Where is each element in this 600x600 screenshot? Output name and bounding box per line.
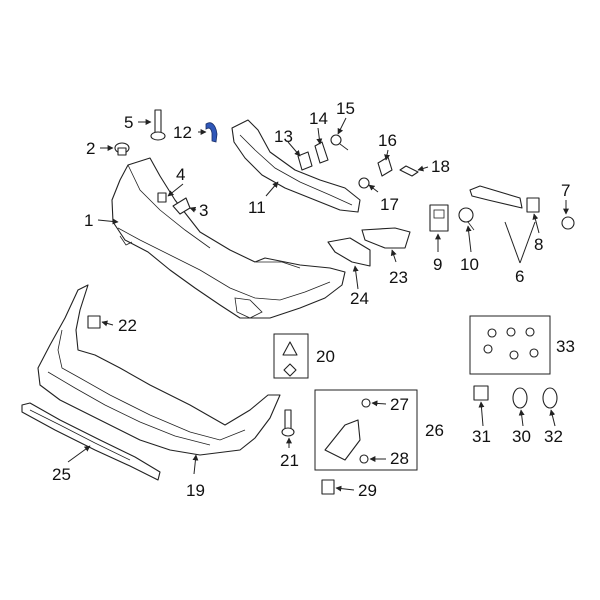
callout-24: 24 xyxy=(350,289,369,308)
bolt-part-17[interactable] xyxy=(358,177,370,189)
callout-33: 33 xyxy=(556,337,575,356)
bolt-part-5[interactable] xyxy=(150,109,166,141)
callout-4: 4 xyxy=(176,165,185,184)
callout-28: 28 xyxy=(390,449,409,468)
callout-31: 31 xyxy=(472,427,491,446)
bracket-part-9[interactable] xyxy=(429,204,449,232)
plug-part-31[interactable] xyxy=(473,385,489,401)
callout-18: 18 xyxy=(431,157,450,176)
callout-13: 13 xyxy=(274,127,293,146)
leader-lines xyxy=(67,117,569,492)
callout-8: 8 xyxy=(534,235,543,254)
callout-2: 2 xyxy=(86,139,95,158)
callout-22: 22 xyxy=(118,316,137,335)
callout-32: 32 xyxy=(544,427,563,446)
callout-29: 29 xyxy=(358,481,377,500)
callout-16: 16 xyxy=(378,131,397,150)
callout-23: 23 xyxy=(389,268,408,287)
nut-part-16[interactable] xyxy=(377,156,393,177)
bolt-part-21[interactable] xyxy=(281,409,295,437)
callout-5: 5 xyxy=(124,113,133,132)
callout-19: 19 xyxy=(186,481,205,500)
nut-part-29[interactable] xyxy=(321,479,335,495)
callout-30: 30 xyxy=(512,427,531,446)
bracket-part-23[interactable] xyxy=(361,227,411,249)
callout-11: 11 xyxy=(248,198,266,217)
callout-14: 14 xyxy=(309,109,328,128)
bracket-part-14[interactable] xyxy=(314,141,329,164)
callout-21: 21 xyxy=(280,451,299,470)
plug-part-30[interactable] xyxy=(512,387,528,409)
reinforcement-beam-part[interactable] xyxy=(231,119,361,213)
callout-9: 9 xyxy=(433,255,442,274)
part-33-box[interactable] xyxy=(469,315,551,375)
lower-valance-part[interactable] xyxy=(37,284,281,456)
clip-part-13[interactable] xyxy=(297,151,313,171)
screw-part-18[interactable] xyxy=(399,165,419,177)
callout-15: 15 xyxy=(336,99,355,118)
bumper-cover-part[interactable] xyxy=(111,157,346,319)
callout-1: 1 xyxy=(84,211,93,230)
clip-part-2[interactable] xyxy=(114,142,130,156)
part-26-box[interactable] xyxy=(314,389,418,471)
highlighted-bracket-part[interactable] xyxy=(205,122,218,143)
part-20-box[interactable] xyxy=(273,333,309,379)
callout-labels: 1 2 3 4 5 6 7 8 9 10 11 12 13 14 15 16 1… xyxy=(52,99,575,500)
bolt-part-10[interactable] xyxy=(458,207,475,231)
plug-part-32[interactable] xyxy=(542,387,558,409)
callout-25: 25 xyxy=(52,465,71,484)
callout-10: 10 xyxy=(460,255,479,274)
callout-26: 26 xyxy=(425,421,444,440)
bracket-part-24[interactable] xyxy=(327,237,371,267)
callout-7: 7 xyxy=(561,181,570,200)
bracket-part-6[interactable] xyxy=(469,185,523,209)
clip-part-4[interactable] xyxy=(157,192,167,203)
callout-12: 12 xyxy=(173,123,192,142)
screw-part-7[interactable] xyxy=(561,216,575,230)
lower-strip-part[interactable] xyxy=(21,402,161,481)
clip-part-8[interactable] xyxy=(526,197,540,213)
callout-3: 3 xyxy=(199,201,208,220)
callout-27: 27 xyxy=(390,395,409,414)
callout-6: 6 xyxy=(515,267,524,286)
callout-17: 17 xyxy=(380,195,399,214)
callout-20: 20 xyxy=(316,347,335,366)
bolt-part-15[interactable] xyxy=(330,134,349,151)
clip-part-22[interactable] xyxy=(87,315,101,329)
